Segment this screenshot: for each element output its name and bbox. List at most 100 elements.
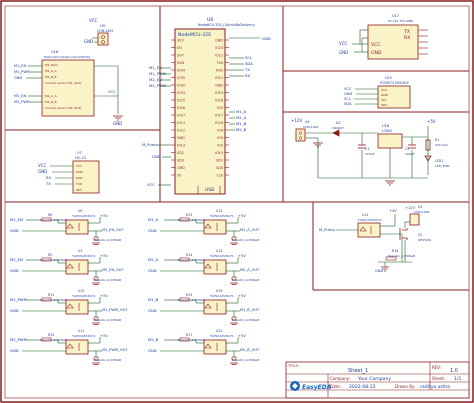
- title-block: TITLE: Sheet_1 REV: 1.0 Company: Your Co…: [285, 361, 470, 399]
- u8-right-pin-label: IO21: [215, 76, 223, 80]
- power-led-ref: LED1: [435, 159, 443, 163]
- opto-body: [203, 219, 227, 235]
- pump-q-part: IRFZ44N: [418, 238, 431, 242]
- opto-pos5-label: +5V: [100, 334, 108, 338]
- pulldown-resistor-symbol: [93, 236, 99, 241]
- net-label-m1-b-u8: M1_B: [236, 121, 247, 126]
- pulldown-resistor-symbol: [93, 316, 99, 321]
- u8-right-pin-label: IO17: [215, 113, 223, 117]
- u16-left-nets: M1_EN M1_PWM M2_EN M2_PWM GND: [14, 64, 30, 104]
- u16-pin-2: M1_A_A: [45, 69, 58, 73]
- u8-left-pin-label: IO34: [177, 68, 185, 72]
- opto-pos5-label: +5V: [100, 294, 108, 298]
- power-c1-value: 470uF: [365, 152, 375, 156]
- u8-left-pin-label: SD3: [177, 158, 184, 162]
- pulldown-part: Resistor_0.25Watt: [232, 318, 260, 322]
- easyeda-brand: EasyEDA: [302, 384, 332, 391]
- power-supply: +12V U9 CON-1402 D1 1N4007 U18 L7805 C1 …: [291, 118, 450, 186]
- i2c-net-scl: SCL: [344, 97, 351, 101]
- opto-ref: U20: [216, 329, 222, 333]
- u16-pin-1: M1_Pwm: [45, 63, 58, 67]
- opto-gnd-label: GND: [10, 308, 19, 313]
- i2c-part: PCF8574 MODULE: [380, 81, 409, 85]
- u8-right-pin-label: GND: [215, 38, 223, 42]
- opto-led-symbol: [66, 223, 74, 229]
- power-c1-ref: C1: [365, 147, 369, 151]
- opto-gnd-label: GND: [10, 268, 19, 273]
- opto-body: [65, 259, 89, 275]
- u16-pin-4: Current sensor M1 (Out): [45, 81, 81, 85]
- u8-left-pin-label: 5V: [177, 173, 182, 177]
- u5-ref: U5: [100, 23, 106, 28]
- opto-cell-m2-a: U14TLP521/PC817CR14Resistor_0.25WattM2_A…: [148, 249, 260, 285]
- opto-gnd-label: GND: [148, 228, 157, 233]
- opto-ref: U11: [78, 329, 84, 333]
- net-label-tx-u8: TX: [244, 67, 250, 72]
- opto-out-label: M2_PWM_OUT: [102, 348, 128, 352]
- u8-right-nets: GND SCL SDA TX RX M1_A M2_A M1_B M2_B: [236, 36, 271, 132]
- u16-net-m2-en: M2_EN: [14, 94, 26, 98]
- pump-con-part: CON-1402: [414, 210, 430, 214]
- pulldown-resistor-symbol: [231, 236, 237, 241]
- opto-led-symbol: [204, 263, 212, 269]
- pulldown-part: Resistor_0.25Watt: [94, 278, 122, 282]
- i2c-net-gnd: GND: [344, 92, 352, 96]
- u8-left-pin-label: IO33: [177, 91, 185, 95]
- resistor-symbol: [41, 297, 52, 302]
- u8-left-pin-label: IO27: [177, 113, 185, 117]
- net-label-rx-u8: RX: [245, 73, 251, 78]
- u8-right-pin-label: IO23: [215, 46, 223, 50]
- opto-ref: U3: [78, 249, 82, 253]
- net-label-m2-a-u8: M2_A: [236, 115, 247, 120]
- pulldown-part: Resistor_0.25Watt: [94, 238, 122, 242]
- opto-part: TLP521/PC817C: [209, 334, 234, 338]
- pulldown-part: Resistor_0.25Watt: [232, 278, 260, 282]
- hc12-net-tx: TX: [45, 182, 51, 186]
- hc12-pin-txd: TXD: [75, 182, 83, 186]
- hc12-pin-gnd: GND: [76, 170, 84, 174]
- opto-out-label: M2_B_OUT: [240, 348, 260, 352]
- section-dividers: [5, 6, 469, 291]
- opto-cells: U6TLP521/PC817CR8Resistor_0.25WattM1_ENG…: [10, 209, 260, 365]
- sheet-value: 1/1: [454, 376, 461, 382]
- opto-gnd-label: GND: [148, 308, 157, 313]
- company-label: Company:: [330, 376, 350, 381]
- title-label: TITLE:: [287, 364, 299, 368]
- ground-symbol: [92, 242, 100, 245]
- opto-ref: U10: [78, 289, 84, 293]
- resistor-symbol: [41, 217, 52, 222]
- opto-cell-m2-en: U3TLP521/PC817CR2Resistor_0.25WattM2_ENG…: [10, 249, 124, 285]
- opto-cell-m1-en: U6TLP521/PC817CR8Resistor_0.25WattM1_ENG…: [10, 209, 124, 245]
- serial-ref: U17: [392, 14, 399, 18]
- net-label-m2-b-u8: M2_B: [236, 127, 247, 132]
- power-c2-ref: C2: [405, 147, 409, 151]
- date-label: Date:: [330, 384, 341, 389]
- opto-part: TLP521/PC817C: [71, 214, 96, 218]
- opto-ref: U14: [216, 249, 222, 253]
- power-d1-part: 1N4007: [332, 126, 344, 130]
- u8-left-pin-label: SVP: [177, 53, 184, 57]
- hc12-net-vcc: VCC: [38, 163, 47, 168]
- u16-ref: U16: [51, 50, 59, 54]
- u8-left-wires: [158, 67, 171, 186]
- serial-part: Pin (6x TTS-4HB): [388, 19, 413, 23]
- opto-pos5-label: +5V: [238, 254, 246, 258]
- i2c-pin-sda: SDA: [381, 103, 388, 107]
- opto-ref: U6: [78, 209, 82, 213]
- pump-gnd-label: GND: [375, 269, 383, 273]
- company-value: Your Company: [357, 376, 391, 382]
- u16-net-m1-en: M1_EN: [14, 64, 26, 68]
- serial-right-pins: [418, 29, 428, 55]
- power-r1-value: 330 ohm: [435, 143, 448, 147]
- pump-opto-ref: U12: [362, 213, 368, 217]
- resistor-symbol: [179, 257, 190, 262]
- opto-out-label: M2_A_OUT: [240, 268, 260, 272]
- power-u18-ref: U18: [382, 124, 390, 128]
- u16-net-m2-pwm: M2_PWM: [14, 100, 30, 104]
- u8-left-pin-label: IO32: [177, 83, 185, 87]
- power-out-label: +5V: [427, 119, 436, 124]
- opto-net-label: M2_PWM: [10, 337, 27, 342]
- pump-connector: [409, 213, 420, 226]
- hc12-pins: VCC GND RXD TXD SET: [75, 164, 84, 192]
